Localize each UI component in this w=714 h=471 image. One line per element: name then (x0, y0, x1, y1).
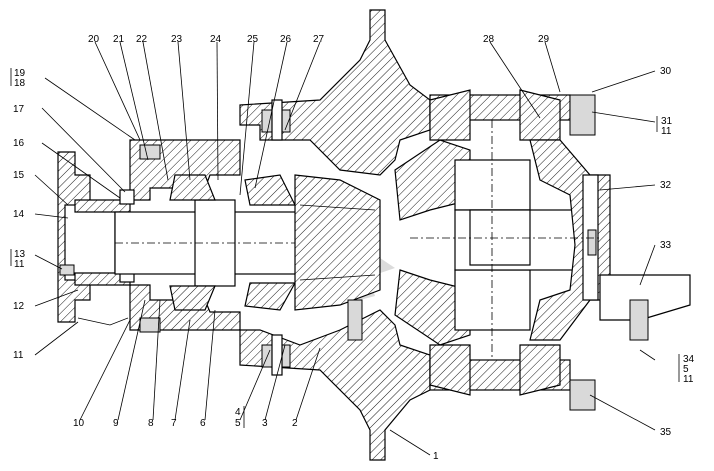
callout-35: 35 (660, 427, 672, 438)
callout-5: 5 (235, 418, 241, 429)
callout-23: 23 (171, 34, 183, 45)
callout-12: 12 (13, 301, 25, 312)
callout-22: 22 (136, 34, 148, 45)
callout-21: 21 (113, 34, 125, 45)
callout-13: 13 (14, 249, 26, 260)
callout-1: 1 (433, 451, 439, 462)
callout-19: 19 (14, 68, 26, 79)
bevel-pinion (294, 174, 381, 311)
callout-27: 27 (313, 34, 325, 45)
callout-11: 11 (13, 350, 24, 361)
callout-31: 31 (661, 116, 673, 127)
callout-15: 15 (13, 170, 25, 181)
callout-18: 18 (14, 78, 26, 89)
right-housing (347, 94, 691, 411)
pinion-bearings (169, 174, 297, 311)
label-group-right: 30 31 11 32 33 34 5 11 35 (656, 66, 695, 438)
callout-2: 2 (292, 418, 298, 429)
callout-10: 10 (73, 418, 85, 429)
callout-13-qty: 11 (14, 259, 25, 270)
spider-shafts (410, 120, 600, 360)
differential-case (394, 89, 586, 396)
callout-20: 20 (88, 34, 100, 45)
callout-7: 7 (171, 418, 177, 429)
callout-26: 26 (280, 34, 292, 45)
callout-17: 17 (13, 104, 25, 115)
callout-14: 14 (13, 209, 25, 220)
callout-34: 34 (683, 354, 695, 365)
input-flange (57, 151, 131, 326)
label-group-bottom: 10 9 8 7 6 4 5 3 2 1 (73, 406, 439, 462)
callout-30: 30 (660, 66, 672, 77)
callout-25: 25 (247, 34, 259, 45)
pinion-shaft (114, 199, 301, 287)
callout-4: 4 (235, 407, 241, 418)
callout-33: 33 (660, 240, 672, 251)
label-group-top: 20 21 22 23 24 25 26 27 28 29 (88, 34, 550, 45)
callout-24: 24 (210, 34, 222, 45)
callout-6: 6 (200, 418, 206, 429)
callout-34-5: 5 (683, 364, 689, 375)
callout-9: 9 (113, 418, 119, 429)
callout-8: 8 (148, 418, 154, 429)
carrier-housing (239, 9, 431, 461)
leader-lines (34, 41, 656, 456)
callout-31-qty: 11 (661, 126, 672, 137)
callout-29: 29 (538, 34, 550, 45)
label-group-left: 19 18 17 16 15 14 13 11 12 11 (10, 68, 26, 361)
callout-34-11: 11 (683, 374, 694, 385)
callout-28: 28 (483, 34, 495, 45)
callout-32: 32 (660, 180, 672, 191)
callout-3: 3 (262, 418, 268, 429)
callout-16: 16 (13, 138, 25, 149)
